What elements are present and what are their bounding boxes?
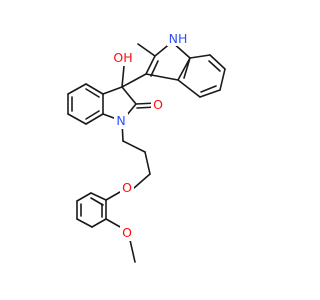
bond-lines xyxy=(67,41,226,263)
atom-labels: OH NH O N O O xyxy=(112,30,189,241)
ether-oxygen-label: O xyxy=(120,180,134,196)
hydroxyl-label: OH xyxy=(112,50,134,66)
carbonyl-oxygen-label: O xyxy=(151,97,165,113)
lactam-nitrogen-label: N xyxy=(114,113,128,129)
indole-nh-label: NH xyxy=(167,30,189,46)
svg-text:O: O xyxy=(153,97,163,112)
svg-text:NH: NH xyxy=(169,31,188,46)
methoxy-oxygen-label: O xyxy=(120,225,134,241)
svg-text:N: N xyxy=(116,113,125,128)
svg-text:O: O xyxy=(122,180,132,195)
molecule-structure: OH NH O N O O xyxy=(67,30,226,263)
svg-text:O: O xyxy=(122,225,132,240)
svg-text:OH: OH xyxy=(113,50,132,65)
